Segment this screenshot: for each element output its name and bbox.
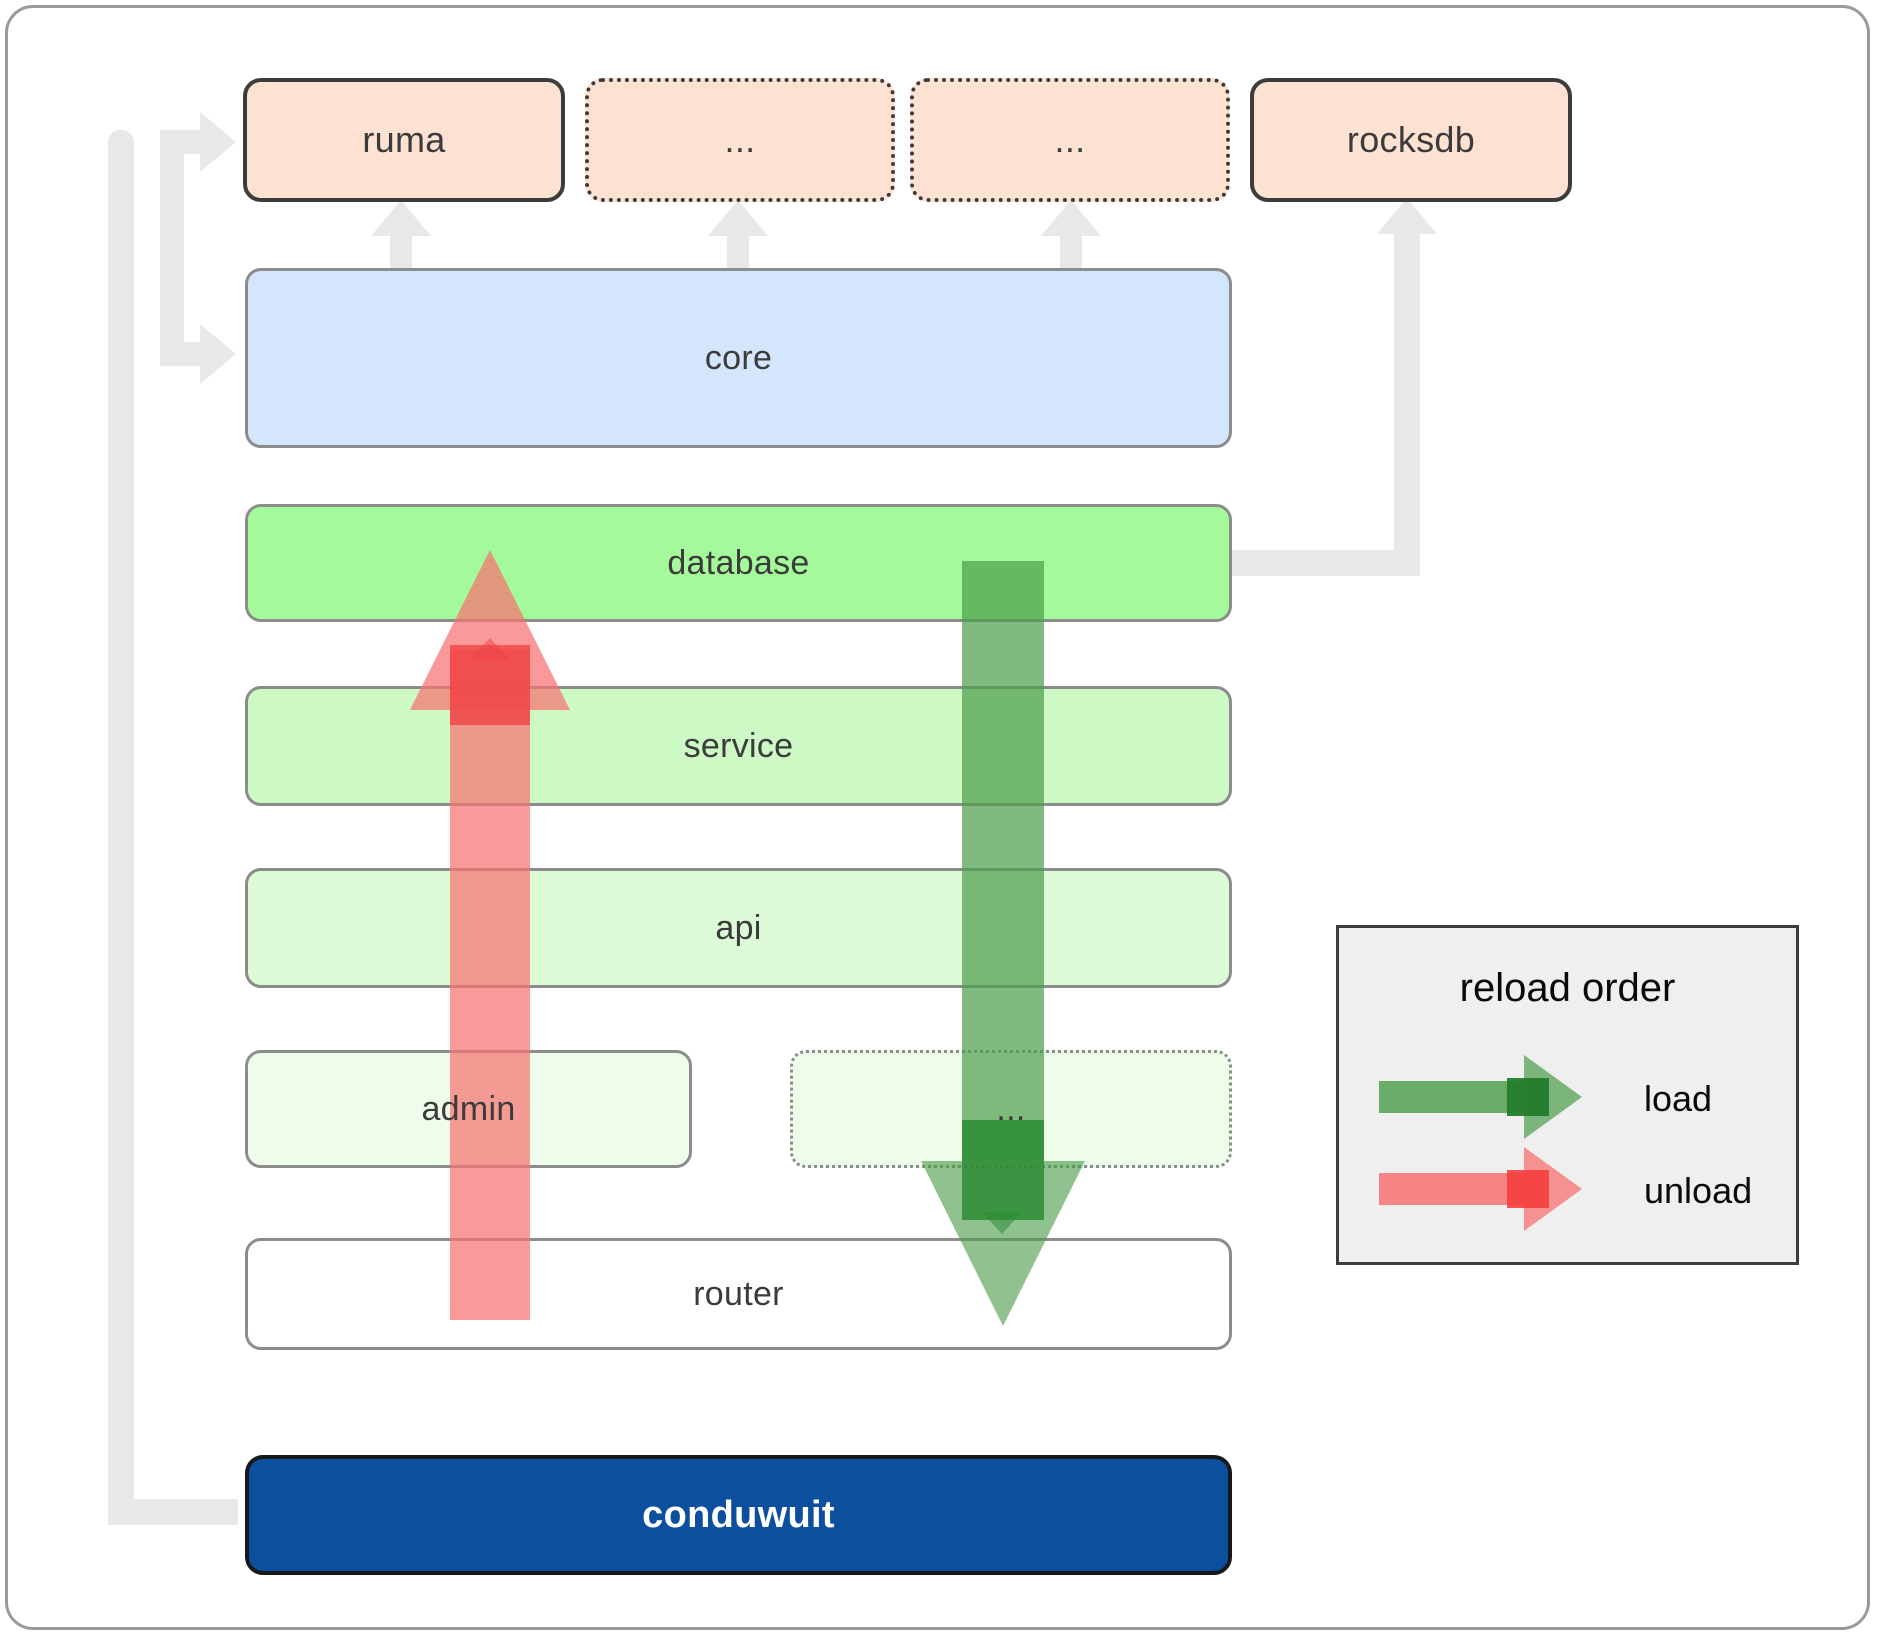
- legend-load-arrow-highlight: [1507, 1078, 1549, 1116]
- connector-core-depa-shaft: [727, 228, 749, 278]
- diagram-frame: [5, 5, 1870, 1630]
- load-arrow-highlight: [962, 1120, 1044, 1220]
- connector-database-rocksdb-vertical: [1394, 232, 1420, 576]
- layer-label-ellipsis: ...: [996, 1089, 1026, 1128]
- load-arrow-notch: [982, 1212, 1022, 1234]
- dependency-box-ellipsis-b[interactable]: ...: [910, 78, 1230, 202]
- connector-trunk-bottom: [108, 1499, 238, 1525]
- layer-box-service[interactable]: service: [245, 686, 1232, 806]
- layer-label-api: api: [715, 908, 762, 947]
- unload-arrow-shaft: [450, 650, 530, 1320]
- legend-unload-arrow-highlight: [1507, 1170, 1549, 1208]
- layer-label-service: service: [683, 726, 794, 765]
- connector-arrowhead-ruma: [200, 112, 236, 172]
- dependency-label-ellipsis-b: ...: [1054, 119, 1086, 160]
- dependency-box-ruma[interactable]: ruma: [243, 78, 565, 202]
- dependency-label-ellipsis-a: ...: [724, 119, 756, 160]
- connector-arrowhead-core-to-dep-b: [1041, 200, 1101, 236]
- connector-arrowhead-core-to-dep-a: [708, 200, 768, 236]
- dependency-box-rocksdb[interactable]: rocksdb: [1250, 78, 1572, 202]
- legend-panel: reload order load unload: [1336, 925, 1799, 1265]
- load-arrow-shaft: [962, 561, 1044, 1161]
- dependency-box-ellipsis-a[interactable]: ...: [585, 78, 895, 202]
- connector-arrowhead-core-to-ruma: [371, 200, 431, 236]
- dependency-label-rocksdb: rocksdb: [1346, 119, 1476, 160]
- layer-label-router: router: [693, 1274, 784, 1313]
- legend-load-label: load: [1644, 1078, 1713, 1119]
- layer-label-database: database: [667, 543, 810, 582]
- layer-box-api[interactable]: api: [245, 868, 1232, 988]
- root-label-conduwuit: conduwuit: [642, 1493, 835, 1536]
- connector-trunk-vertical: [108, 130, 134, 1525]
- layer-box-core[interactable]: core: [245, 268, 1232, 448]
- connector-core-depb-shaft: [1060, 228, 1082, 278]
- layer-box-database[interactable]: database: [245, 504, 1232, 622]
- connector-branch-ruma-horizontal: [160, 130, 206, 154]
- dependency-label-ruma: ruma: [362, 119, 446, 160]
- connector-database-rocksdb-horizontal: [1230, 550, 1420, 576]
- unload-arrow-notch: [470, 638, 510, 660]
- layer-label-core: core: [704, 338, 773, 377]
- connector-arrowhead-core: [200, 324, 236, 384]
- legend-unload-label: unload: [1644, 1170, 1753, 1211]
- connector-branch-core-horizontal: [160, 342, 206, 366]
- layer-label-admin: admin: [421, 1089, 516, 1128]
- legend-title: reload order: [1459, 966, 1676, 1010]
- connector-branch-core-vertical: [160, 154, 184, 354]
- root-box-conduwuit[interactable]: conduwuit: [245, 1455, 1232, 1575]
- connector-core-ruma-shaft: [390, 228, 412, 278]
- connector-arrowhead-rocksdb: [1377, 198, 1437, 234]
